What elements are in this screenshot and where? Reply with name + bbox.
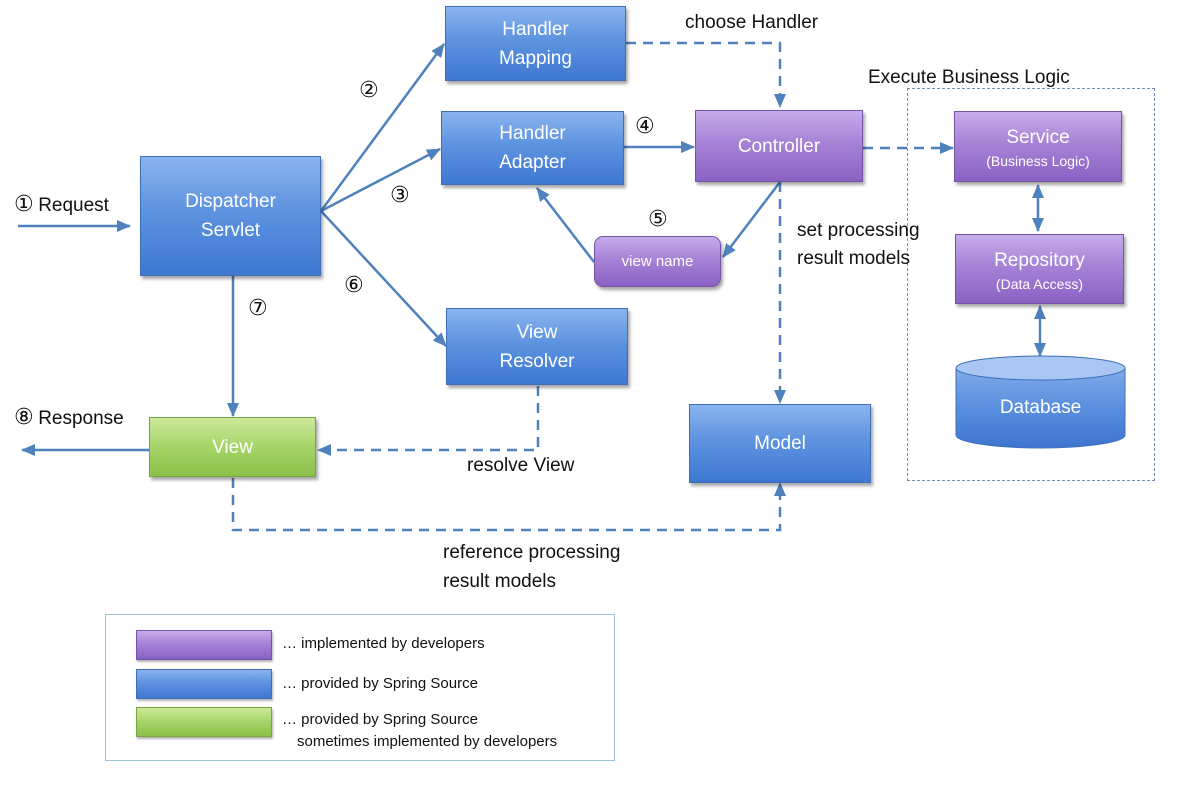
execute-business-logic-label: Execute Business Logic — [868, 67, 1070, 88]
legend-text-developer: … implemented by developers — [282, 635, 485, 652]
arrow-view-name-to-handler-adapter — [536, 187, 595, 263]
view-resolver-line2: Resolver — [499, 350, 575, 372]
arrow-resolve-view — [317, 386, 540, 456]
resolve-view-label: resolve View — [467, 455, 575, 476]
repository-box[interactable]: Repository (Data Access) — [955, 234, 1124, 304]
arrow-dispatcher-to-handler-mapping — [319, 43, 446, 212]
service-box[interactable]: Service (Business Logic) — [954, 111, 1122, 182]
step-6-marker: ⑥ — [344, 273, 364, 298]
handler-mapping-line1: Handler — [502, 18, 569, 40]
set-processing-label-line2: result models — [797, 248, 910, 269]
step-3-marker: ③ — [390, 183, 410, 208]
arrow-choose-handler — [626, 41, 786, 108]
database-cylinder[interactable]: Database — [955, 355, 1126, 450]
handler-adapter-line1: Handler — [499, 123, 566, 144]
view-resolver-box[interactable]: View Resolver — [446, 308, 628, 385]
repository-sub-label: (Data Access) — [995, 275, 1084, 292]
model-box[interactable]: Model — [689, 404, 871, 483]
legend-swatch-spring-or-developer — [136, 707, 272, 737]
model-label: Model — [754, 433, 806, 454]
view-resolver-line1: View — [516, 321, 558, 343]
service-label: Service — [1006, 127, 1070, 148]
legend-swatch-developer — [136, 630, 272, 660]
arrow-controller-to-view-name — [722, 181, 781, 258]
request-label-group: ① Request — [14, 191, 109, 220]
controller-label: Controller — [737, 135, 821, 157]
legend: … implemented by developers … provided b… — [105, 614, 615, 761]
handler-mapping-box[interactable]: Handler Mapping — [445, 6, 626, 81]
service-sub-label: (Business Logic) — [986, 153, 1090, 169]
step-4-marker: ④ — [635, 114, 655, 139]
arrow-dispatcher-to-handler-adapter — [320, 147, 441, 213]
view-name-box[interactable]: view name — [594, 236, 721, 287]
controller-box[interactable]: Controller — [695, 110, 863, 182]
legend-swatch-spring — [136, 669, 272, 699]
handler-adapter-box[interactable]: Handler Adapter — [441, 111, 624, 185]
step-7-marker: ⑦ — [248, 296, 268, 321]
step-5-marker: ⑤ — [648, 207, 668, 232]
arrow-view-references-model — [231, 478, 786, 532]
dispatcher-servlet-box[interactable]: Dispatcher Servlet — [140, 156, 321, 276]
database-icon — [955, 355, 1126, 449]
view-box[interactable]: View — [149, 417, 316, 477]
repository-label: Repository — [994, 249, 1085, 271]
legend-text-spring: … provided by Spring Source — [282, 675, 478, 692]
handler-mapping-line2: Mapping — [499, 47, 572, 69]
reference-label-line1: reference processing — [443, 542, 621, 563]
arrow-dispatcher-to-view-resolver — [320, 210, 447, 347]
database-label: Database — [999, 397, 1082, 418]
dispatcher-line2: Servlet — [200, 220, 261, 241]
view-name-label: view name — [621, 253, 694, 270]
set-processing-label-line1: set processing — [797, 220, 920, 241]
response-label: Response — [38, 408, 124, 429]
business-logic-boundary — [907, 88, 1155, 481]
step-2-marker: ② — [359, 78, 379, 103]
view-label: View — [212, 436, 253, 458]
legend-text-spring-or-developer-line2: sometimes implemented by developers — [297, 733, 558, 750]
request-label: Request — [38, 195, 109, 216]
step-8-marker: ⑧ — [14, 405, 34, 430]
choose-handler-label: choose Handler — [685, 12, 819, 33]
dispatcher-line1: Dispatcher — [185, 191, 276, 212]
step-1-marker: ① — [14, 192, 34, 217]
response-label-group: ⑧ Response — [14, 404, 124, 433]
reference-label-line2: result models — [443, 571, 556, 592]
legend-text-spring-or-developer-line1: … provided by Spring Source — [282, 711, 478, 728]
handler-adapter-line2: Adapter — [499, 152, 566, 173]
